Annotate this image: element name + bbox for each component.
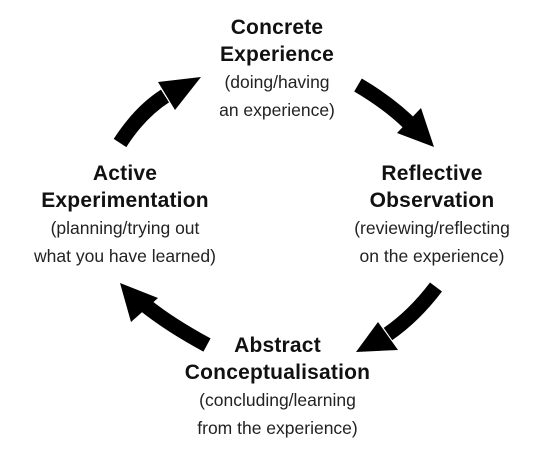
stage-description: on the experience) [359,246,505,266]
stage-description: (reviewing/reflecting [354,218,510,238]
stage-description: what you have learned) [34,246,216,266]
stage-active-experimentation: Active Experimentation (planning/trying … [5,160,245,270]
stage-title: Concrete [230,16,324,39]
stage-title: Observation [369,189,495,212]
stage-concrete-experience: Concrete Experience (doing/having an exp… [177,14,377,124]
stage-abstract-conceptualisation: Abstract Conceptualisation (concluding/l… [160,332,395,442]
stage-description: (planning/trying out [50,218,200,238]
stage-title: Reflective [381,162,483,185]
arrow-reflective-to-abstract [356,282,442,352]
stage-title: Experimentation [41,189,209,212]
stage-title: Conceptualisation [184,361,371,384]
stage-reflective-observation: Reflective Observation (reviewing/reflec… [322,160,542,270]
arrow-active-to-concrete [113,77,201,148]
stage-description: (doing/having [224,72,330,92]
arrow-abstract-to-active [120,283,211,352]
stage-description: from the experience) [197,418,358,438]
arrow-concrete-to-reflective [354,78,434,147]
stage-description: an experience) [219,100,335,120]
stage-description: (concluding/learning [199,390,356,410]
stage-title: Experience [219,43,335,66]
stage-title: Active [92,162,158,185]
stage-title: Abstract [234,334,321,357]
